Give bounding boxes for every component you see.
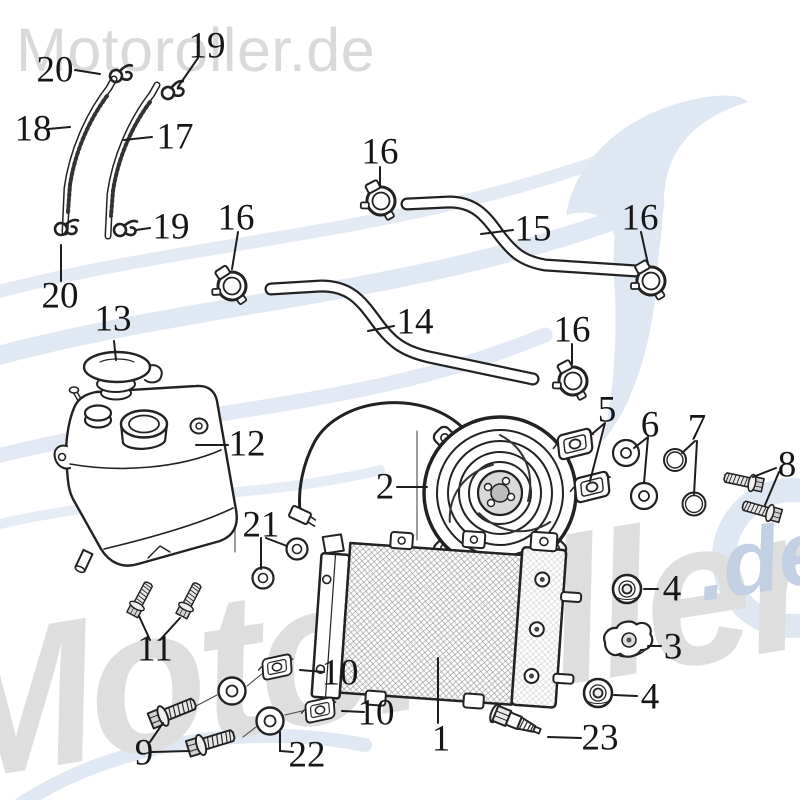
part-callout-7: 7 <box>688 408 707 449</box>
part-callout-17: 17 <box>157 117 194 158</box>
washer-6 <box>629 481 659 511</box>
ring-7 <box>663 448 687 472</box>
watermark-swoosh <box>0 143 637 298</box>
part-callout-10: 10 <box>358 693 395 734</box>
washer-21 <box>251 566 275 590</box>
part-callout-20: 20 <box>37 50 74 91</box>
part-callout-13: 13 <box>95 299 132 340</box>
part-callout-16: 16 <box>622 198 659 239</box>
leader-lines <box>47 57 780 753</box>
wire-clip-19 <box>111 219 141 239</box>
overflow-hose-17 <box>104 81 161 240</box>
ring-7 <box>681 491 707 517</box>
part-callout-5: 5 <box>598 390 617 431</box>
watermark-swoosh <box>0 195 665 365</box>
part-callout-3: 3 <box>664 627 683 668</box>
radiator-drawing <box>310 530 583 710</box>
part-callout-14: 14 <box>397 302 434 343</box>
part-callout-20: 20 <box>42 276 79 317</box>
washer-6 <box>611 438 641 468</box>
part-callout-8: 8 <box>778 445 797 486</box>
grommet-4 <box>611 573 643 605</box>
watermark-butterfly <box>602 120 660 442</box>
washer-21 <box>285 537 309 561</box>
fan-wire <box>298 401 464 513</box>
overflow-hose-18 <box>61 75 118 236</box>
site-logo: Motoroller.de <box>16 16 375 84</box>
radiator-hose-15 <box>400 195 644 278</box>
part-callout-16: 16 <box>218 198 255 239</box>
watermark-domain-suffix: .de <box>689 499 800 621</box>
washer-9 <box>217 676 247 706</box>
expansion-tank-drawing <box>53 384 238 574</box>
part-callout-15: 15 <box>515 209 552 250</box>
watermark-swoosh <box>14 728 372 800</box>
part-callout-4: 4 <box>641 677 660 718</box>
parts-artwork <box>52 63 784 760</box>
washer-22 <box>255 706 285 736</box>
radiator-cap-drawing <box>603 620 654 658</box>
part-callout-4: 4 <box>663 569 682 610</box>
watermark-ring <box>712 478 800 638</box>
part-callout-16: 16 <box>554 310 591 351</box>
part-callout-6: 6 <box>641 405 660 446</box>
wire-clip-20 <box>52 218 82 238</box>
part-callout-19: 19 <box>153 207 190 248</box>
part-callout-9: 9 <box>135 733 154 774</box>
part-callout-18: 18 <box>15 109 52 150</box>
part-callout-12: 12 <box>229 424 266 465</box>
part-callout-19: 19 <box>189 26 226 67</box>
fan-wire-connector <box>288 504 317 528</box>
part-callout-2: 2 <box>376 467 395 508</box>
grommet-4 <box>582 677 614 709</box>
part-callout-10: 10 <box>322 653 359 694</box>
radiator-hose-14 <box>264 279 540 386</box>
part-callout-11: 11 <box>137 629 173 670</box>
temp-sensor-drawing <box>489 703 542 735</box>
tank-cap-drawing <box>82 350 163 401</box>
hose-clamp-16 <box>546 355 592 407</box>
part-callout-1: 1 <box>432 719 451 760</box>
part-callout-23: 23 <box>582 718 619 759</box>
part-callout-21: 21 <box>243 505 280 546</box>
part-callout-16: 16 <box>362 132 399 173</box>
part-callout-22: 22 <box>289 735 326 776</box>
